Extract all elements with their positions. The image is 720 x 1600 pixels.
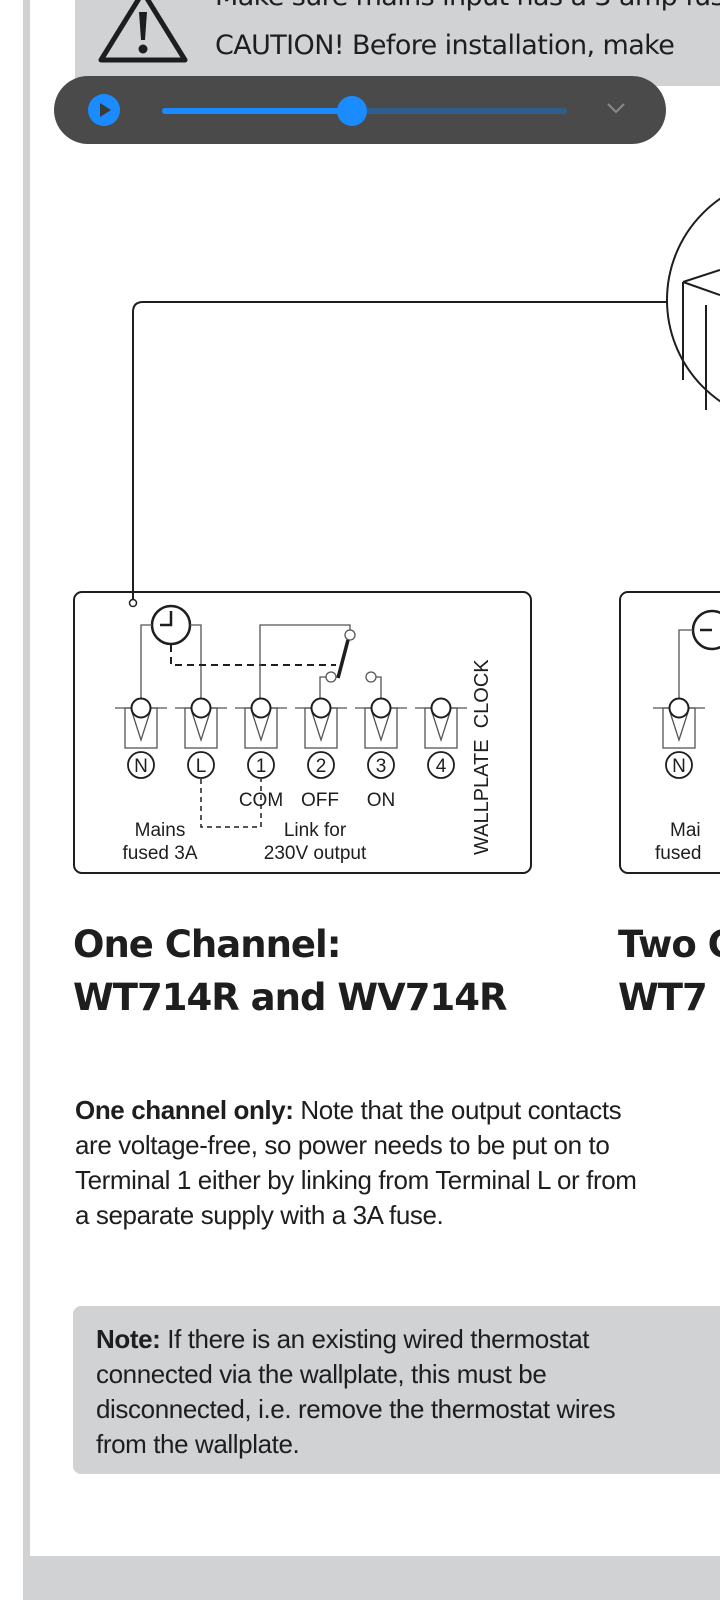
- link-label-2: 230V output: [264, 843, 367, 864]
- seek-slider[interactable]: [162, 96, 567, 126]
- terminal-id: N: [672, 756, 686, 777]
- two-channel-heading: Two C WT7: [618, 918, 720, 1024]
- note-line-2: connected via the wallplate, this must b…: [96, 1359, 547, 1389]
- terminal-label-off: OFF: [301, 790, 339, 811]
- two-channel-title: Two C: [618, 923, 720, 966]
- play-button[interactable]: [88, 94, 120, 126]
- one-channel-title: One Channel:: [73, 923, 341, 966]
- paragraph-line-4: a separate supply with a 3A fuse.: [75, 1200, 444, 1230]
- terminal-id: 1: [256, 756, 267, 777]
- terminal-badge: [427, 751, 455, 779]
- second-mains-label-2: fused: [655, 843, 701, 864]
- one-channel-models: WT714R and WV714R: [73, 976, 508, 1019]
- terminal-4: 4: [415, 697, 467, 779]
- cable-terminal-dot: [128, 598, 138, 608]
- terminal-id: L: [196, 756, 207, 777]
- terminal-badge: [307, 751, 335, 779]
- footer-band: [23, 1556, 720, 1600]
- cable-wire: [132, 301, 668, 603]
- switch-contact: [336, 639, 350, 679]
- paragraph-line-1: Note that the output contacts: [293, 1095, 622, 1125]
- wallplate-box: [73, 591, 532, 874]
- terminal-N: N: [653, 697, 705, 779]
- terminal-id: N: [134, 756, 148, 777]
- one-channel-paragraph: One channel only: Note that the output c…: [75, 1093, 720, 1233]
- caution-line-2: CAUTION! Before installation, make: [215, 30, 675, 61]
- terminal-id: 4: [436, 756, 447, 777]
- wallplate-box-2: [619, 591, 720, 874]
- caution-line-1: Make sure mains input has a 3 amp fuse: [215, 0, 720, 12]
- second-mains-label-1: Mai: [670, 820, 701, 841]
- page-left-border: [23, 0, 30, 1600]
- terminal-N: N: [115, 697, 167, 779]
- terminal-badge: [187, 751, 215, 779]
- terminal-badge: [367, 751, 395, 779]
- terminal-id: 2: [316, 756, 327, 777]
- paragraph-bold-lead: One channel only:: [75, 1095, 294, 1125]
- seek-progress: [162, 108, 353, 114]
- terminal-L: L: [175, 697, 227, 779]
- caution-banner: Make sure mains input has a 3 amp fuse C…: [75, 0, 720, 86]
- terminal-2: 2: [295, 697, 347, 779]
- terminal-label-com: COM: [239, 790, 283, 811]
- seek-thumb[interactable]: [337, 96, 368, 126]
- wiring-diagram: N L 1 2 3 4 COM OFF ON Mains fused 3A Link fo…: [73, 197, 720, 874]
- link-label-1: Link for: [284, 820, 347, 841]
- paragraph-line-3: Terminal 1 either by linking from Termin…: [75, 1165, 637, 1195]
- mains-label-1: Mains: [135, 820, 186, 841]
- terminal-badge: [665, 751, 693, 779]
- paragraph-line-2: are voltage-free, so power needs to be p…: [75, 1130, 610, 1160]
- terminal-1: 1: [235, 697, 287, 779]
- note-line-4: from the wallplate.: [96, 1429, 300, 1459]
- wallplate-clock-label: WALLPLATE CLOCK: [471, 659, 493, 855]
- mains-label-2: fused 3A: [123, 843, 198, 864]
- note-bold-lead: Note:: [96, 1324, 161, 1354]
- device-circle: [666, 197, 720, 403]
- warning-triangle-icon: [98, 0, 188, 63]
- one-channel-heading: One Channel: WT714R and WV714R: [73, 918, 508, 1024]
- terminal-label-on: ON: [367, 790, 396, 811]
- terminal-badge: [247, 751, 275, 779]
- note-box: Note: If there is an existing wired ther…: [73, 1306, 720, 1474]
- two-channel-models: WT7: [618, 976, 708, 1019]
- terminal-3: 3: [355, 697, 407, 779]
- chevron-down-icon[interactable]: [606, 98, 626, 118]
- note-line-1: If there is an existing wired thermostat: [160, 1324, 590, 1354]
- audio-player: [54, 76, 666, 144]
- note-line-3: disconnected, i.e. remove the thermostat…: [96, 1394, 616, 1424]
- terminal-id: 3: [376, 756, 387, 777]
- device-box-icon: [682, 269, 720, 410]
- terminal-badge: [127, 751, 155, 779]
